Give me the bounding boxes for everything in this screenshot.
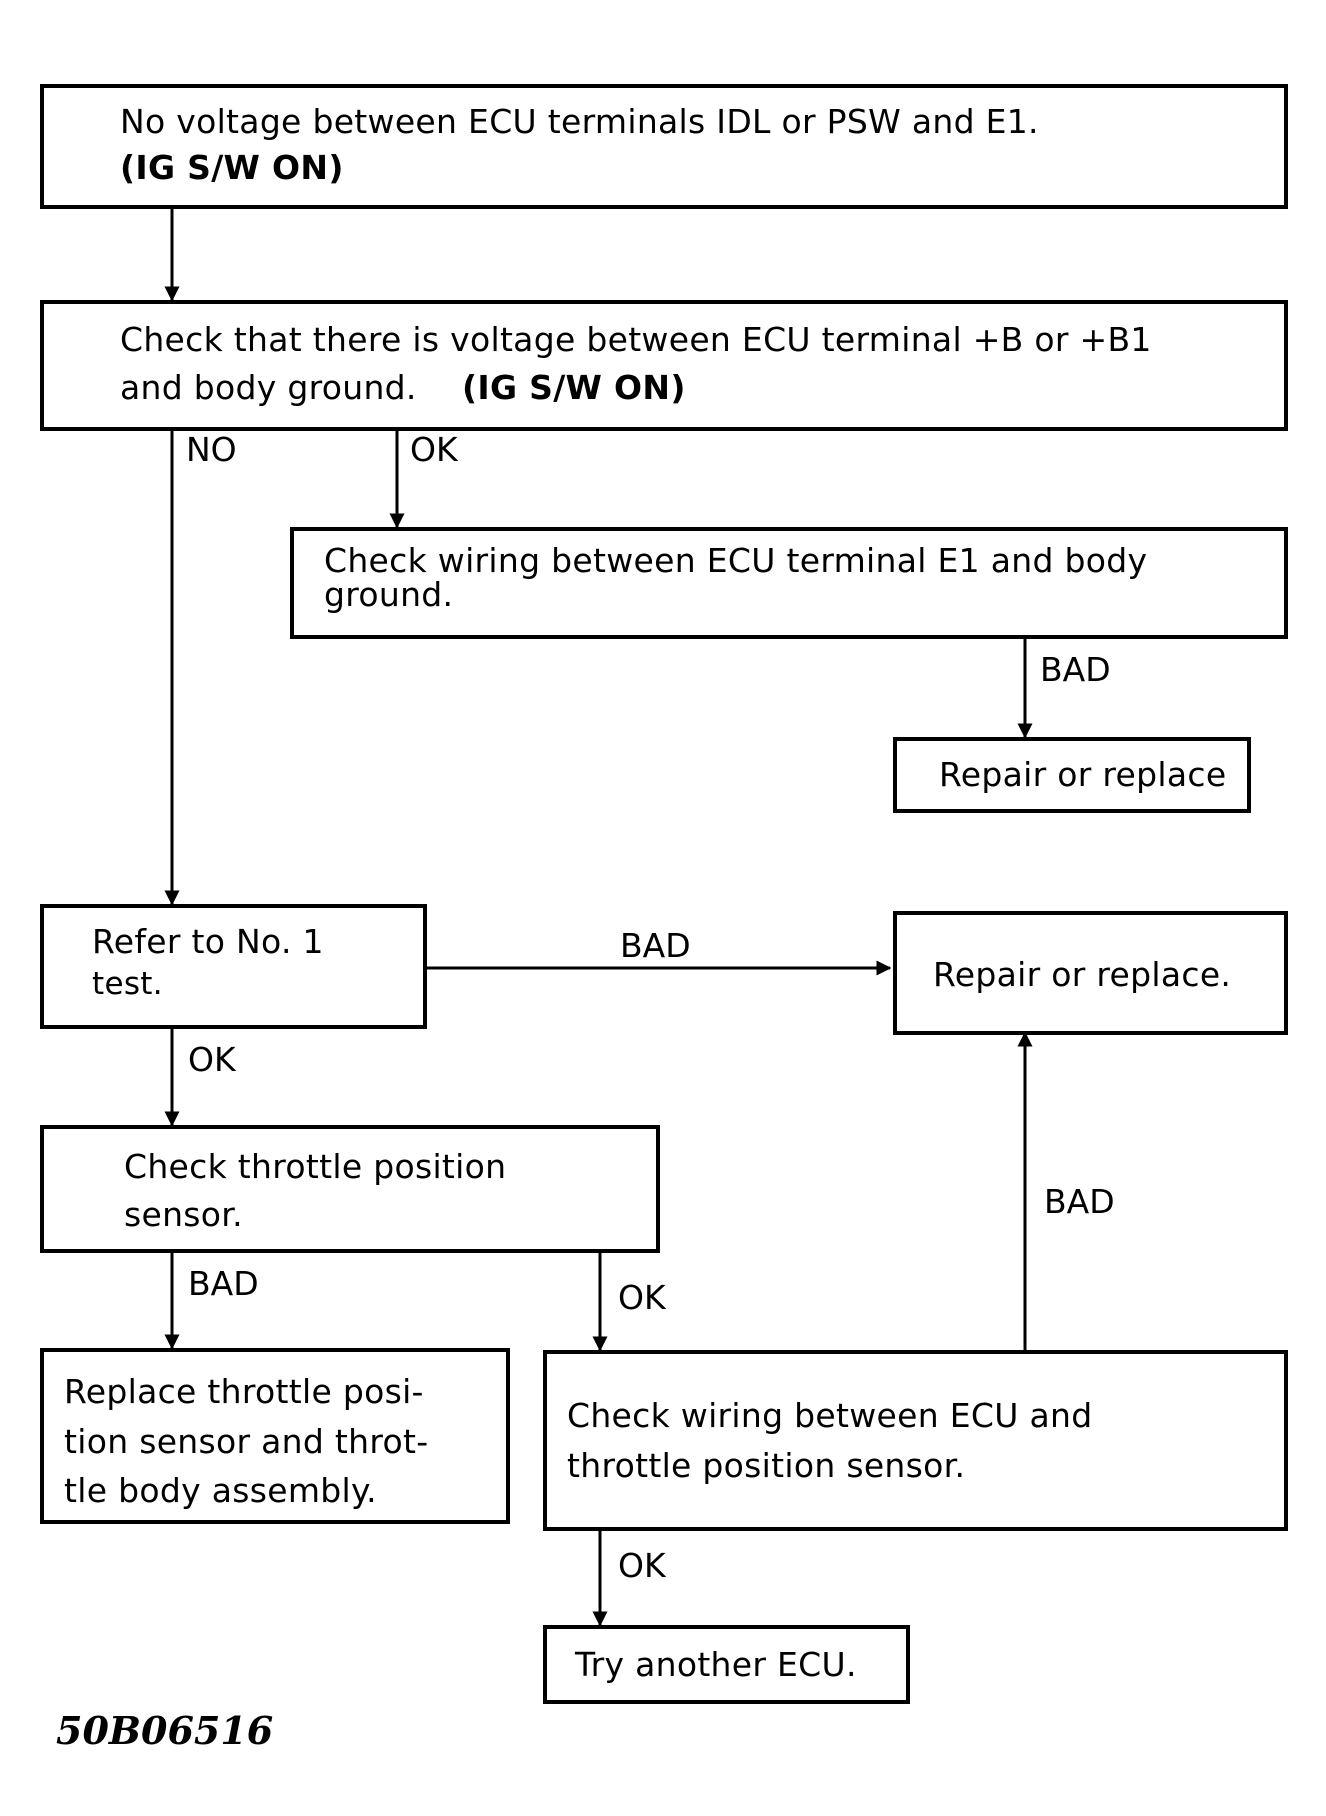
box-check-voltage-line1: Check that there is voltage between ECU … [120, 320, 1152, 359]
box-no-voltage: No voltage between ECU terminals IDL or … [40, 84, 1288, 209]
figure-id: 50B06516 [56, 1708, 274, 1753]
label-bad-b5: BAD [620, 926, 691, 965]
box-repair-replace-2: Repair or replace. [893, 911, 1288, 1035]
box-refer-test-line2: test. [92, 966, 163, 1002]
box-try-another-ecu: Try another ECU. [543, 1625, 910, 1704]
box-check-voltage-line2a: and body ground. [120, 368, 417, 407]
label-ok-b9: OK [618, 1546, 666, 1585]
box-check-tps-line2: sensor. [124, 1195, 243, 1234]
label-ok-b5: OK [188, 1040, 236, 1079]
box-try-another-ecu-text: Try another ECU. [575, 1645, 857, 1684]
box-check-tps: Check throttle position sensor. [40, 1125, 660, 1253]
box-check-wiring-e1-line2: ground. [324, 575, 454, 614]
box-replace-tps-line1: Replace throttle posi- [64, 1372, 424, 1411]
box-repair-replace-2-text: Repair or replace. [933, 955, 1232, 994]
box-check-voltage-line2b: (IG S/W ON) [462, 368, 686, 407]
box-replace-tps-line2: tion sensor and throt- [64, 1422, 429, 1461]
box-refer-test: Refer to No. 1 test. [40, 904, 427, 1029]
box-check-voltage: Check that there is voltage between ECU … [40, 300, 1288, 431]
box-check-wiring-tps-line1: Check wiring between ECU and [567, 1396, 1093, 1435]
box-check-wiring-tps: Check wiring between ECU and throttle po… [543, 1350, 1288, 1531]
box-refer-test-line1: Refer to No. 1 [92, 922, 324, 961]
label-bad-b7: BAD [188, 1264, 259, 1303]
box-replace-tps-line3: tle body assembly. [64, 1471, 377, 1510]
box-check-tps-line1: Check throttle position [124, 1147, 507, 1186]
box-no-voltage-line1: No voltage between ECU terminals IDL or … [120, 102, 1039, 141]
box-check-wiring-e1-line1: Check wiring between ECU terminal E1 and… [324, 541, 1148, 580]
label-bad-b9: BAD [1044, 1182, 1115, 1221]
label-no-b2: NO [186, 430, 237, 469]
box-check-wiring-tps-line2: throttle position sensor. [567, 1446, 966, 1485]
label-bad-b3: BAD [1040, 650, 1111, 689]
label-ok-b2: OK [410, 430, 458, 469]
box-repair-replace-1: Repair or replace [893, 737, 1251, 813]
label-ok-b7: OK [618, 1278, 666, 1317]
box-no-voltage-line2: (IG S/W ON) [120, 148, 344, 187]
box-replace-tps: Replace throttle posi- tion sensor and t… [40, 1348, 510, 1524]
box-repair-replace-1-text: Repair or replace [939, 755, 1227, 794]
box-check-wiring-e1: Check wiring between ECU terminal E1 and… [290, 527, 1288, 639]
